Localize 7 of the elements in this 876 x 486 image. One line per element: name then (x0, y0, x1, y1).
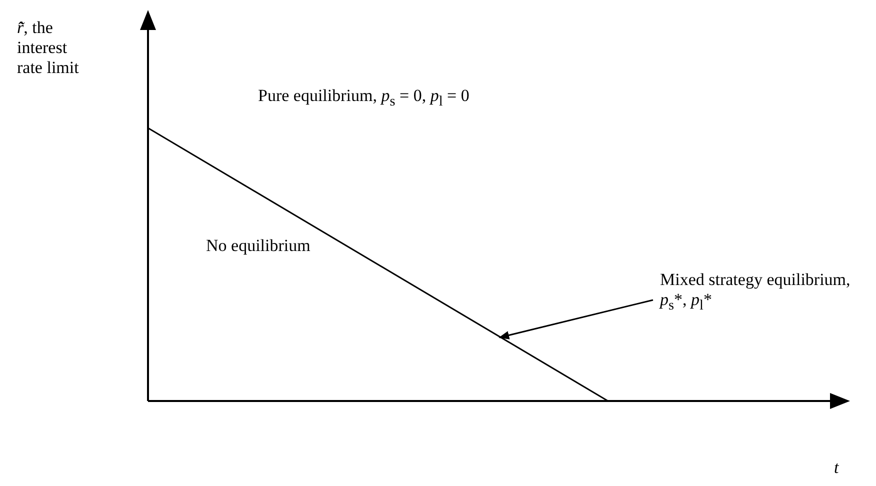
axis-label: r̃̂, the interest rate limit (17, 18, 80, 78)
region-label: Mixed strategy equilibrium, p$_{s}$*, p$_{l}$* (660, 270, 870, 316)
region-label: No equilibrium (206, 236, 312, 256)
leader-arrow (498, 299, 654, 340)
boundary-line (148, 127, 608, 402)
region-label: Pure equilibrium, p$_{s}$ = 0, p$_{l}$ = 0 (258, 86, 470, 112)
axis-label: t (834, 458, 840, 478)
